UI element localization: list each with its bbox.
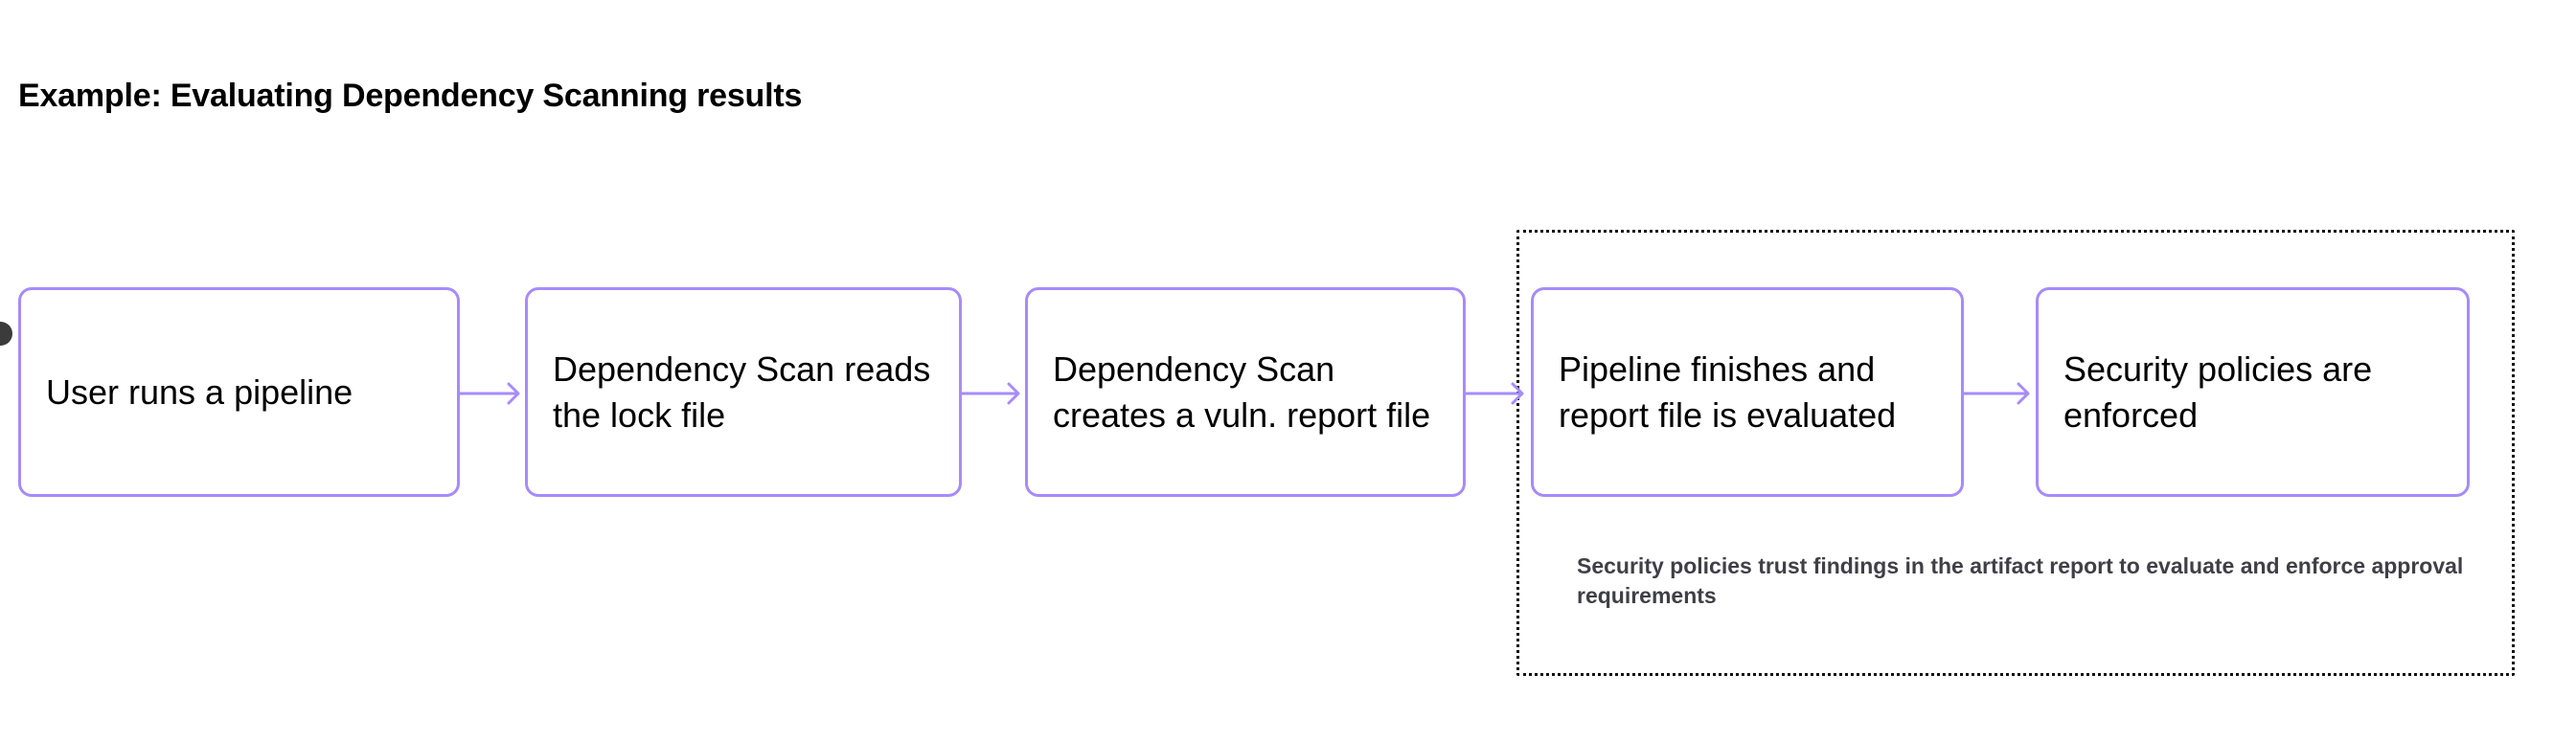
connector-arrow-1 <box>460 379 527 408</box>
flow-node-label: Security policies are enforced <box>2063 349 2373 435</box>
flow-node-label: Dependency Scan creates a vuln. report f… <box>1053 349 1431 435</box>
flow-node-dependency-scan-reads-lock[interactable]: Dependency Scan reads the lock file <box>525 287 962 497</box>
flow-node-label: Dependency Scan reads the lock file <box>553 349 931 435</box>
flow-node-label: Pipeline finishes and report file is eva… <box>1559 349 1897 435</box>
connector-arrow-3 <box>1466 379 1533 408</box>
connector-arrow-4 <box>1964 379 2038 408</box>
flow-node-label: User runs a pipeline <box>46 371 353 412</box>
connector-arrow-2 <box>962 379 1027 408</box>
security-policy-group-caption: Security policies trust findings in the … <box>1577 553 2464 608</box>
page-title: Example: Evaluating Dependency Scanning … <box>18 78 803 114</box>
flow-node-user-runs-pipeline[interactable]: User runs a pipeline <box>18 287 460 497</box>
flow-node-security-policies-enforced[interactable]: Security policies are enforced <box>2036 287 2470 497</box>
security-policy-group-container <box>1516 230 2515 676</box>
start-anchor-dot <box>0 322 12 346</box>
flow-node-pipeline-finishes-evaluated[interactable]: Pipeline finishes and report file is eva… <box>1531 287 1964 497</box>
flow-node-dependency-scan-creates-report[interactable]: Dependency Scan creates a vuln. report f… <box>1025 287 1466 497</box>
